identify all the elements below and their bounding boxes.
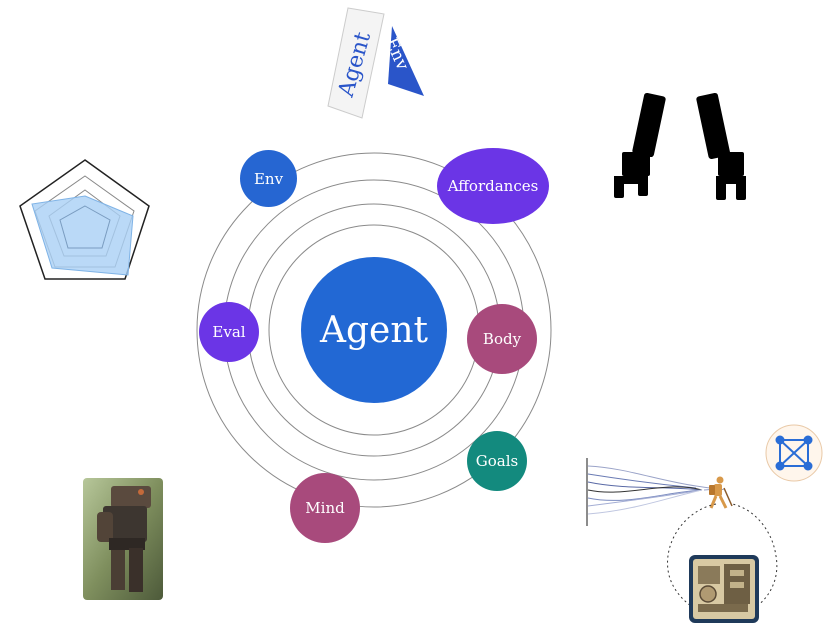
eval-node: Eval xyxy=(199,302,259,362)
goals-node-label: Goals xyxy=(475,452,519,470)
env-node-label: Env xyxy=(253,169,284,188)
mind-node-label: Mind xyxy=(305,499,345,517)
affordances-node-label: Affordances xyxy=(447,177,539,195)
radar-chart-icon xyxy=(19,159,150,280)
env-node: Env xyxy=(240,150,297,207)
vintage-machine-icon xyxy=(689,555,759,623)
goals-node: Goals xyxy=(467,431,527,491)
body-node-label: Body xyxy=(482,330,522,348)
network-graph-icon xyxy=(765,424,823,482)
affordances-node: Affordances xyxy=(437,148,549,224)
eval-node-label: Eval xyxy=(212,323,246,341)
body-node: Body xyxy=(467,304,537,374)
robot-photo-icon xyxy=(83,478,163,600)
agent-env-card: Agent Env xyxy=(326,7,426,119)
agent-center-label: Agent xyxy=(320,309,428,351)
robot-gripper-icon xyxy=(614,92,746,200)
agent-center-node: Agent xyxy=(301,257,447,403)
mind-node: Mind xyxy=(290,473,360,543)
